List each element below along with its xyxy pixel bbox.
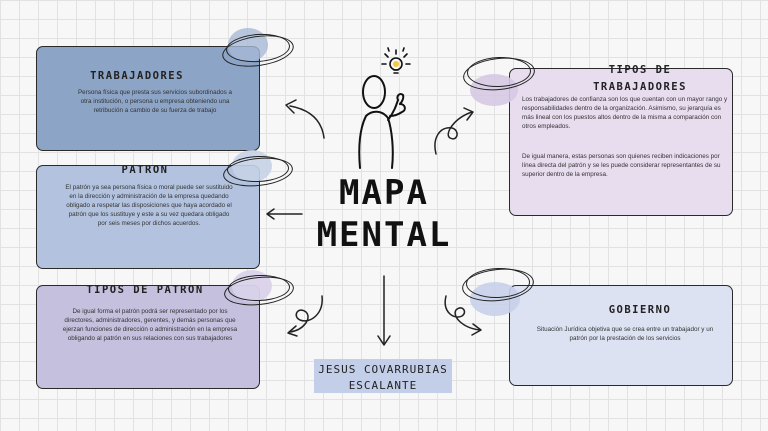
card-body: De igual forma el patrón podrá ser repre… — [62, 308, 238, 342]
card-title-line2: TRABAJADORES — [593, 81, 687, 93]
center-title-line1: MAPA — [339, 173, 429, 213]
author-name-line2: ESCALANTE — [348, 379, 418, 392]
card-title: GOBIERNO — [608, 304, 672, 316]
card-body: Situación Jurídica objetiva que se crea … — [536, 326, 714, 342]
person-with-idea-icon — [358, 47, 411, 169]
author-box — [314, 359, 452, 393]
card-title: TRABAJADORES — [90, 70, 184, 82]
curved-arrow-icon — [434, 107, 474, 155]
lightbulb-glow — [393, 61, 399, 67]
decor-blob — [470, 74, 518, 106]
lightbulb-icon — [381, 47, 411, 74]
decor-blob — [228, 28, 268, 62]
decor-blob — [470, 282, 520, 316]
card-title: TIPOS DE PATRON — [86, 284, 204, 296]
card-trabajadores: TRABAJADORES Persona física que presta s… — [36, 46, 260, 151]
card-body: Persona física que presta sus servicios … — [77, 89, 232, 114]
curved-arrow-icon — [285, 99, 325, 139]
curved-arrow-icon — [444, 295, 482, 336]
author-name-line1: JESUS COVARRUBIAS — [318, 363, 448, 376]
card-body: De igual manera, estas personas son quie… — [522, 153, 721, 178]
card-body: Los trabajadores de confianza son los qu… — [522, 96, 728, 130]
card-tipos-patron: TIPOS DE PATRON De igual forma el patrón… — [36, 284, 260, 389]
card-patron: PATRON El patrón ya sea persona física o… — [36, 164, 260, 269]
down-arrow-icon — [377, 275, 391, 346]
card-gobierno: GOBIERNO Situación Jurídica objetiva que… — [509, 285, 733, 386]
center-title-line2: MENTAL — [316, 215, 452, 255]
card-title: PATRON — [121, 164, 169, 176]
card-body: El patrón ya sea persona física o moral … — [65, 184, 233, 227]
card-tipos-trabajadores: TIPOS DE TRABAJADORES Los trabajadores d… — [509, 64, 733, 216]
decor-blob — [232, 150, 272, 182]
curved-arrow-icon — [287, 295, 323, 337]
card-title-line1: TIPOS DE — [608, 64, 672, 76]
decor-blob — [232, 270, 272, 302]
left-arrow-icon — [266, 208, 303, 220]
